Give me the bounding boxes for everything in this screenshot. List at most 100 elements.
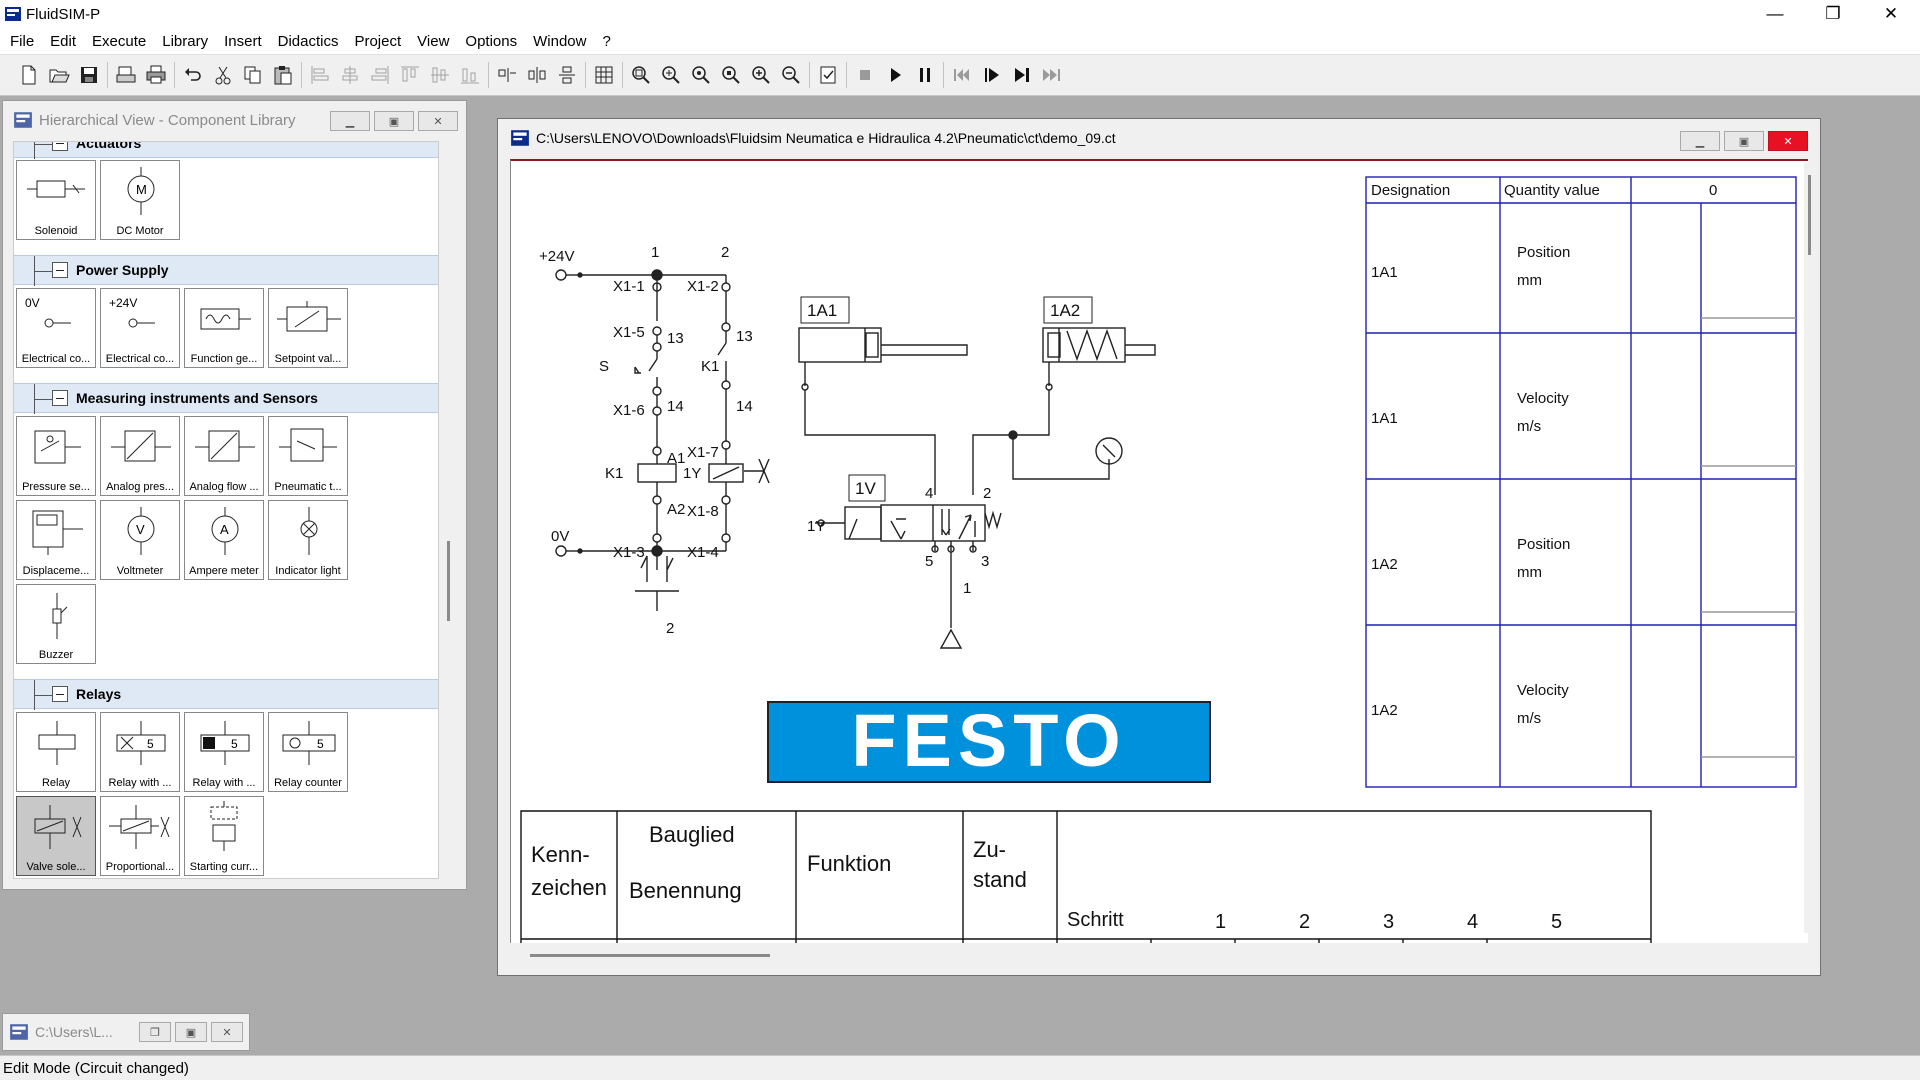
mirror-horizontal-icon[interactable] xyxy=(522,60,552,90)
component-setpoint-value[interactable]: Setpoint val... xyxy=(268,288,348,368)
component-electrical-connection-24v[interactable]: +24V Electrical co... xyxy=(100,288,180,368)
library-scrollbar[interactable] xyxy=(440,141,458,879)
zoom-window-icon[interactable] xyxy=(656,60,686,90)
component-pressure-sensor[interactable]: Pressure se... xyxy=(16,416,96,496)
component-relay-switch-off-delay[interactable]: 5 Relay with ... xyxy=(100,712,180,792)
single-step-icon[interactable] xyxy=(977,60,1007,90)
menu-didactics[interactable]: Didactics xyxy=(277,32,339,50)
component-voltmeter[interactable]: V Voltmeter xyxy=(100,500,180,580)
align-left-icon[interactable] xyxy=(305,60,335,90)
component-analog-flow-sensor[interactable]: Analog flow ... xyxy=(184,416,264,496)
minimize-button[interactable]: — xyxy=(1766,4,1784,23)
canvas-vertical-scrollbar[interactable] xyxy=(1804,163,1816,933)
zoom-in-icon[interactable] xyxy=(746,60,776,90)
zoom-page-icon[interactable] xyxy=(716,60,746,90)
mirror-vertical-icon[interactable] xyxy=(552,60,582,90)
group-actuators[interactable]: Actuators xyxy=(14,142,438,159)
step-to-state-icon[interactable] xyxy=(1007,60,1037,90)
canvas-horizontal-scrollbar[interactable] xyxy=(510,949,1800,963)
undo-icon[interactable] xyxy=(178,60,208,90)
circuit-window[interactable]: C:\Users\LENOVO\Downloads\Fluidsim Neuma… xyxy=(497,118,1821,976)
close-button[interactable]: ✕ xyxy=(1883,4,1899,23)
component-starting-current-limiter[interactable]: Starting curr... xyxy=(184,796,264,876)
group-power-supply[interactable]: Power Supply xyxy=(14,255,438,286)
component-valve-solenoid[interactable]: Valve sole... xyxy=(16,796,96,876)
menu-insert[interactable]: Insert xyxy=(224,32,262,50)
close-window-button[interactable]: ✕ xyxy=(211,1022,243,1042)
print-preview-icon[interactable] xyxy=(111,60,141,90)
component-relay-switch-on-delay[interactable]: 5 Relay with ... xyxy=(184,712,264,792)
stop-icon[interactable] xyxy=(850,60,880,90)
component-proportional-valve-solenoid[interactable]: Proportional... xyxy=(100,796,180,876)
component-function-generator[interactable]: Function ge... xyxy=(184,288,264,368)
menu-project[interactable]: Project xyxy=(354,32,402,50)
save-icon[interactable] xyxy=(74,60,104,90)
component-electrical-connection-0v[interactable]: 0V Electrical co... xyxy=(16,288,96,368)
menu-window[interactable]: Window xyxy=(533,32,587,50)
rotate-icon[interactable] xyxy=(492,60,522,90)
library-title: Hierarchical View - Component Library xyxy=(39,111,296,129)
menu-help[interactable]: ? xyxy=(602,32,611,50)
align-right-icon[interactable] xyxy=(365,60,395,90)
align-top-icon[interactable] xyxy=(395,60,425,90)
circuit-minimize-button[interactable]: ▁ xyxy=(1680,131,1720,151)
collapse-icon[interactable] xyxy=(52,686,68,702)
component-ampere-meter[interactable]: A Ampere meter xyxy=(184,500,264,580)
collapse-icon[interactable] xyxy=(52,142,68,151)
restore-button[interactable]: ❐ xyxy=(1825,4,1841,23)
print-icon[interactable] xyxy=(141,60,171,90)
component-library-window[interactable]: Hierarchical View - Component Library ▁ … xyxy=(2,100,467,890)
library-minimize-button[interactable]: ▁ xyxy=(330,111,370,131)
cut-icon[interactable] xyxy=(208,60,238,90)
minimized-circuit-window[interactable]: C:\Users\L... ❐ ▣ ✕ xyxy=(2,1013,250,1051)
menu-options[interactable]: Options xyxy=(465,32,518,50)
menu-edit[interactable]: Edit xyxy=(50,32,77,50)
library-title-bar[interactable]: Hierarchical View - Component Library xyxy=(3,101,466,139)
reset-icon[interactable] xyxy=(947,60,977,90)
paste-icon[interactable] xyxy=(268,60,298,90)
check-drawing-icon[interactable] xyxy=(813,60,843,90)
fast-forward-icon[interactable] xyxy=(1037,60,1067,90)
component-pneumatic-transducer[interactable]: Pneumatic t... xyxy=(268,416,348,496)
group-measuring-instruments[interactable]: Measuring instruments and Sensors xyxy=(14,383,438,414)
grid-icon[interactable] xyxy=(589,60,619,90)
component-relay[interactable]: Relay xyxy=(16,712,96,792)
ampere-meter-icon: A xyxy=(211,507,239,555)
menu-view[interactable]: View xyxy=(417,32,450,50)
circuit-close-button[interactable]: ✕ xyxy=(1768,131,1808,151)
pause-icon[interactable] xyxy=(910,60,940,90)
align-bottom-icon[interactable] xyxy=(455,60,485,90)
library-close-button[interactable]: ✕ xyxy=(418,111,458,131)
open-folder-icon[interactable] xyxy=(44,60,74,90)
circuit-canvas[interactable]: +24V 1 2 X1-1 X1-2 X1-5 13 13 S K1 X1-6 … xyxy=(510,159,1808,943)
component-buzzer[interactable]: Buzzer xyxy=(16,584,96,664)
maximize-window-button[interactable]: ▣ xyxy=(175,1022,207,1042)
align-center-icon[interactable] xyxy=(335,60,365,90)
svg-text:A2: A2 xyxy=(667,501,685,518)
menu-execute[interactable]: Execute xyxy=(92,32,147,50)
component-dc-motor[interactable]: M DC Motor xyxy=(100,160,180,240)
svg-text:A1: A1 xyxy=(667,450,685,467)
component-displacement-encoder[interactable]: Displaceme... xyxy=(16,500,96,580)
circuit-title-bar[interactable]: C:\Users\LENOVO\Downloads\Fluidsim Neuma… xyxy=(498,119,1820,157)
circuit-drawing[interactable]: +24V 1 2 X1-1 X1-2 X1-5 13 13 S K1 X1-6 … xyxy=(511,161,1808,943)
new-file-icon[interactable] xyxy=(14,60,44,90)
library-maximize-button[interactable]: ▣ xyxy=(374,111,414,131)
zoom-previous-icon[interactable] xyxy=(686,60,716,90)
zoom-out-icon[interactable] xyxy=(776,60,806,90)
component-analog-pressure-sensor[interactable]: Analog pres... xyxy=(100,416,180,496)
align-middle-icon[interactable] xyxy=(425,60,455,90)
group-relays[interactable]: Relays xyxy=(14,679,438,710)
menu-file[interactable]: File xyxy=(10,32,35,50)
component-indicator-light[interactable]: Indicator light xyxy=(268,500,348,580)
circuit-maximize-button[interactable]: ▣ xyxy=(1724,131,1764,151)
collapse-icon[interactable] xyxy=(52,262,68,278)
copy-icon[interactable] xyxy=(238,60,268,90)
collapse-icon[interactable] xyxy=(52,390,68,406)
zoom-fit-icon[interactable] xyxy=(626,60,656,90)
component-relay-counter[interactable]: 5 Relay counter xyxy=(268,712,348,792)
menu-library[interactable]: Library xyxy=(162,32,209,50)
component-solenoid[interactable]: Solenoid xyxy=(16,160,96,240)
restore-window-button[interactable]: ❐ xyxy=(139,1022,171,1042)
play-icon[interactable] xyxy=(880,60,910,90)
